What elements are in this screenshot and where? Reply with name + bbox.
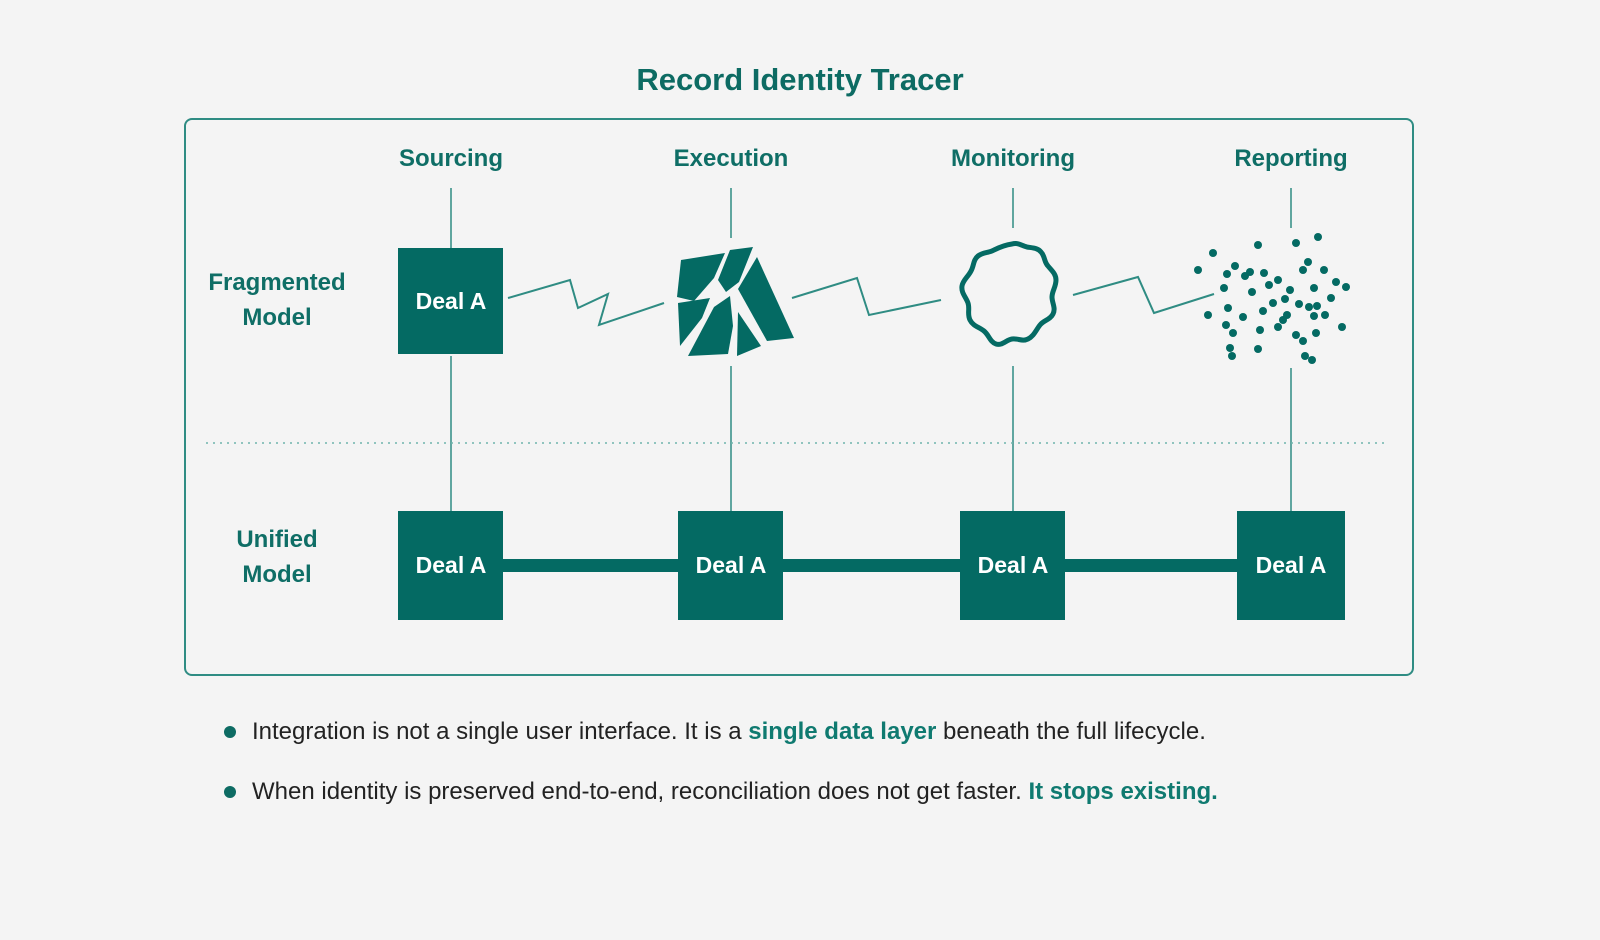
- scatter-dot: [1220, 284, 1228, 292]
- takeaway-highlight: It stops existing.: [1028, 778, 1218, 805]
- scatter-dot: [1295, 300, 1303, 308]
- scatter-dot: [1274, 276, 1282, 284]
- takeaway-list: Integration is not a single user interfa…: [222, 716, 1422, 836]
- unified-node-monitoring: Deal A: [960, 511, 1065, 620]
- scatter-dot: [1310, 312, 1318, 320]
- scatter-dot: [1274, 323, 1282, 331]
- scatter-dot: [1228, 352, 1236, 360]
- scatter-dot: [1222, 321, 1230, 329]
- zigzag-connector-1: [507, 278, 665, 327]
- scatter-dot: [1269, 299, 1277, 307]
- scatter-dot: [1226, 344, 1234, 352]
- scatter-dot: [1281, 295, 1289, 303]
- takeaway-text: When identity is preserved end-to-end, r…: [252, 778, 1029, 805]
- diagram-title: Record Identity Tracer: [636, 62, 964, 97]
- scatter-dot: [1254, 345, 1262, 353]
- takeaway-text: beneath the full lifecycle.: [936, 718, 1206, 745]
- scatter-dot: [1256, 326, 1264, 334]
- stage-label-reporting: Reporting: [1234, 145, 1347, 172]
- scattered-dots-icon: [1194, 233, 1350, 364]
- scatter-dot: [1301, 352, 1309, 360]
- scatter-dot: [1224, 304, 1232, 312]
- scatter-dot: [1332, 278, 1340, 286]
- scatter-dot: [1265, 281, 1273, 289]
- fragmented-model-label-line2: Model: [242, 304, 311, 331]
- fragmented-connectors: [507, 275, 1215, 327]
- scatter-dot: [1194, 266, 1202, 274]
- unified-node-execution: Deal A: [678, 511, 783, 620]
- scatter-dot: [1312, 329, 1320, 337]
- identity-tracer-diagram: Sourcing Execution Monitoring Reporting …: [184, 118, 1414, 676]
- scatter-dot: [1342, 283, 1350, 291]
- scatter-dot: [1223, 270, 1231, 278]
- unified-node-reporting: Deal A: [1237, 511, 1345, 620]
- unified-node-label: Deal A: [1256, 552, 1327, 578]
- scatter-dot: [1204, 311, 1212, 319]
- takeaway-highlight: single data layer: [748, 718, 937, 745]
- scatter-dot: [1314, 233, 1322, 241]
- fragmented-model-label-line1: Fragmented: [208, 269, 345, 296]
- bullet-dot-icon: [224, 726, 236, 738]
- scatter-dot: [1248, 288, 1256, 296]
- scatter-dot: [1299, 266, 1307, 274]
- scatter-dot: [1310, 284, 1318, 292]
- wavy-circle-icon: [959, 240, 1059, 347]
- bullet-dot-icon: [224, 786, 236, 798]
- scatter-dot: [1286, 286, 1294, 294]
- takeaway-item: Integration is not a single user interfa…: [222, 716, 1422, 748]
- fragmented-node-label: Deal A: [416, 288, 487, 314]
- scatter-dot: [1283, 311, 1291, 319]
- unified-node-sourcing: Deal A: [398, 511, 503, 620]
- scatter-dot: [1292, 239, 1300, 247]
- scatter-dot: [1254, 241, 1262, 249]
- scatter-dot: [1308, 356, 1316, 364]
- scatter-dot: [1305, 303, 1313, 311]
- scatter-dot: [1229, 329, 1237, 337]
- stage-label-monitoring: Monitoring: [951, 145, 1075, 172]
- takeaway-item: When identity is preserved end-to-end, r…: [222, 776, 1422, 808]
- unified-model-label-line2: Model: [242, 561, 311, 588]
- scatter-dot: [1321, 311, 1329, 319]
- shattered-record-icon: [677, 247, 794, 356]
- scatter-dot: [1292, 331, 1300, 339]
- takeaway-text: Integration is not a single user interfa…: [252, 718, 749, 745]
- scatter-dot: [1231, 262, 1239, 270]
- scatter-dot: [1304, 258, 1312, 266]
- scatter-dot: [1259, 307, 1267, 315]
- scatter-dot: [1239, 313, 1247, 321]
- scatter-dot: [1327, 294, 1335, 302]
- scatter-dot: [1246, 268, 1254, 276]
- fragmented-node-sourcing: Deal A: [398, 248, 503, 354]
- scatter-dot: [1320, 266, 1328, 274]
- scatter-dot: [1260, 269, 1268, 277]
- column-lines: [450, 188, 1292, 512]
- diagram-canvas: Sourcing Execution Monitoring Reporting …: [206, 145, 1386, 620]
- scatter-dot: [1299, 337, 1307, 345]
- unified-data-layer-bar: [451, 559, 1291, 572]
- stage-label-sourcing: Sourcing: [399, 145, 503, 172]
- unified-node-label: Deal A: [696, 552, 767, 578]
- scatter-dot: [1338, 323, 1346, 331]
- unified-node-label: Deal A: [978, 552, 1049, 578]
- scatter-dot: [1313, 302, 1321, 310]
- zigzag-connector-3: [1072, 275, 1215, 315]
- zigzag-connector-2: [791, 276, 942, 317]
- stage-label-execution: Execution: [674, 145, 789, 172]
- unified-model-label-line1: Unified: [236, 526, 317, 553]
- scatter-dot: [1209, 249, 1217, 257]
- unified-node-label: Deal A: [416, 552, 487, 578]
